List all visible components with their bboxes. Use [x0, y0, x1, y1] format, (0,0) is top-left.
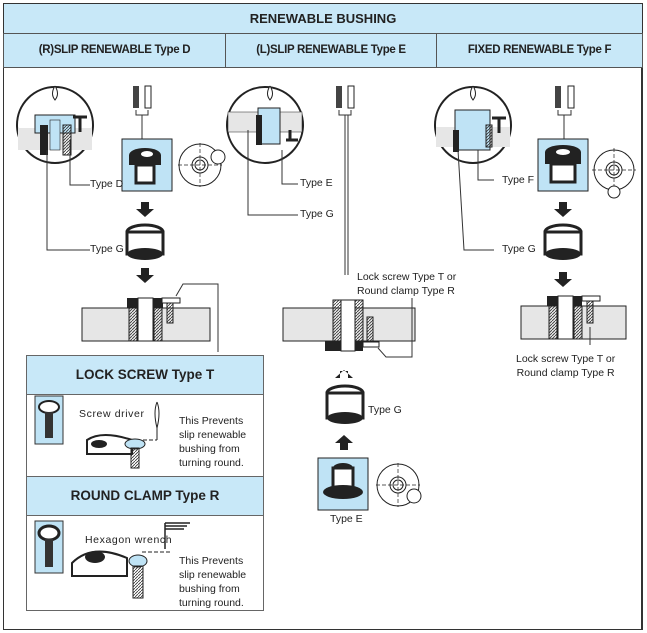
lock-option-line: Round clamp Type R: [357, 285, 455, 297]
screw-driver-icon: [154, 401, 160, 440]
type-f-top-view: [592, 148, 636, 199]
hexagon-wrench-label: Hexagon wrench: [85, 534, 173, 546]
screw-driver-label: Screw driver: [79, 408, 145, 420]
label-lock-options-f: Lock screw Type T or Round clamp Type R: [516, 352, 615, 380]
note-line: bushing from: [179, 443, 240, 455]
type-e-bushing: [323, 463, 363, 499]
type-e-drill-tools: [336, 85, 355, 275]
arrow-down-icon: [136, 202, 154, 217]
lock-option-line: Round clamp Type R: [516, 367, 615, 379]
type-e-top-view: [376, 463, 422, 507]
type-d-top-view: [178, 143, 226, 187]
label-type-g-f: Type G: [502, 243, 536, 255]
label-type-f: Type F: [502, 174, 535, 186]
type-f-drill-tools: [555, 85, 575, 139]
column-title-type-f: FIXED RENEWABLE Type F: [436, 33, 643, 68]
lock-option-line: Lock screw Type T or: [357, 271, 457, 283]
type-d-bushing: [129, 148, 161, 185]
arrow-up-icon: [335, 435, 353, 450]
label-type-g-e-bottom: Type G: [368, 404, 402, 416]
column-title-type-e: (L)SLIP RENEWABLE Type E: [225, 33, 437, 68]
column-title-type-d: (R)SLIP RENEWABLE Type D: [3, 33, 226, 68]
label-type-d: Type D: [90, 178, 124, 190]
label-type-e-bottom: Type E: [330, 513, 363, 525]
arrow-down-icon: [554, 272, 572, 287]
type-f-bushing: [545, 145, 581, 184]
type-e-assembly: [282, 299, 416, 352]
note-line: This Prevents: [179, 555, 244, 567]
note-line: slip renewable: [179, 569, 247, 581]
type-e-liner-bushing: [325, 384, 365, 424]
type-d-cutaway-circle: [16, 85, 94, 164]
type-d-assembly: [81, 297, 211, 342]
note-line: slip renewable: [179, 429, 247, 441]
type-d-liner-bushing: [125, 223, 165, 260]
round-clamp-illustration: [34, 520, 190, 599]
note-line: This Prevents: [179, 415, 244, 427]
type-f-cutaway-circle: [434, 85, 512, 164]
note-line: turning round.: [179, 597, 244, 609]
type-d-drill-tools: [133, 85, 152, 139]
round-clamp-title: ROUND CLAMP Type R: [27, 477, 263, 516]
label-lock-options-e: Lock screw Type T or Round clamp Type R: [357, 270, 456, 298]
type-e-cutaway-circle: [226, 85, 304, 164]
hexagon-wrench-icon: [164, 522, 190, 549]
round-clamp-note: This Prevents slip renewable bushing fro…: [179, 554, 246, 610]
lock-screw-title: LOCK SCREW Type T: [27, 356, 263, 395]
arrow-down-icon: [136, 268, 154, 283]
lock-screw-note: This Prevents slip renewable bushing fro…: [179, 414, 246, 470]
type-f-liner-bushing: [543, 223, 583, 260]
label-type-g-e: Type G: [300, 208, 334, 220]
round-clamp-panel: ROUND CLAMP Type R Hexagon wrench This P…: [26, 476, 264, 611]
type-f-assembly: [520, 295, 627, 340]
lock-option-line: Lock screw Type T or: [516, 353, 616, 365]
arrow-up-icon: [335, 370, 353, 378]
label-type-e: Type E: [300, 177, 333, 189]
lock-screw-illustration: [34, 395, 160, 469]
label-type-g-d: Type G: [90, 243, 124, 255]
arrow-down-icon: [554, 202, 572, 217]
note-line: turning round.: [179, 457, 244, 469]
note-line: bushing from: [179, 583, 240, 595]
